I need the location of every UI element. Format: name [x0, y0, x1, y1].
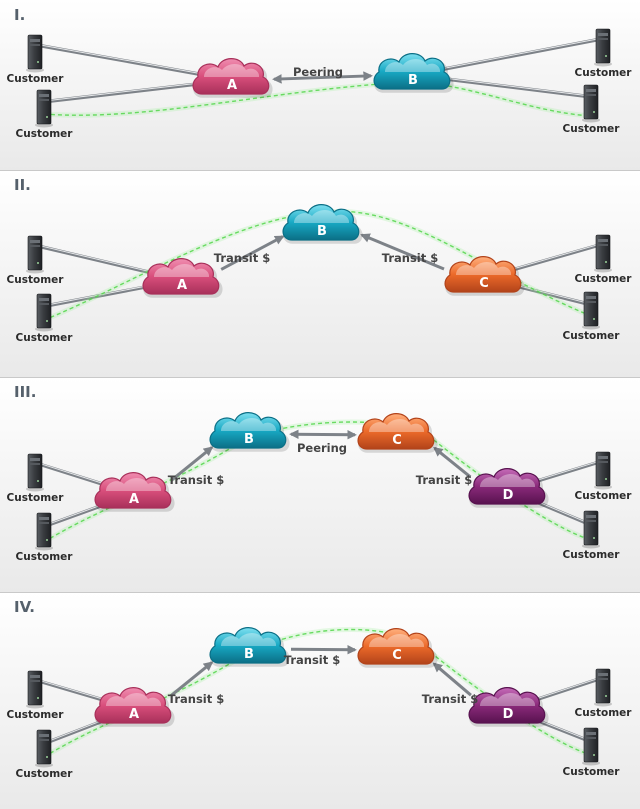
- cloud-letter: C: [479, 276, 489, 291]
- customer-label: Customer: [563, 766, 621, 778]
- transit-arrow: [360, 233, 445, 271]
- network-cloud-icon: C: [444, 256, 525, 296]
- transit-arrow: [220, 235, 285, 271]
- cloud-letter: A: [227, 78, 237, 93]
- cloud-letter: B: [317, 224, 327, 239]
- customer-label: Customer: [7, 274, 65, 286]
- transit-arrow: [432, 662, 472, 697]
- cloud-letter: C: [392, 433, 402, 448]
- cloud-letter: A: [129, 707, 139, 722]
- network-cloud-icon: B: [209, 627, 290, 667]
- network-cloud-icon: A: [94, 472, 175, 512]
- customer-label: Customer: [563, 549, 621, 561]
- peering-label: Peering: [297, 441, 347, 455]
- network-cloud-icon: B: [373, 53, 454, 93]
- customer-server-icon: Customer: [7, 670, 65, 721]
- customer-label: Customer: [7, 709, 65, 721]
- transit-label: Transit $: [422, 692, 479, 706]
- panel-numeral: I.: [14, 6, 25, 24]
- customer-server-icon: Customer: [575, 668, 633, 719]
- cloud-letter: D: [503, 488, 514, 503]
- customer-label: Customer: [7, 73, 65, 85]
- transit-arrow: [433, 446, 472, 479]
- customer-label: Customer: [563, 330, 621, 342]
- customer-label: Customer: [16, 128, 74, 140]
- customer-label: Customer: [575, 273, 633, 285]
- cloud-letter: A: [129, 492, 139, 507]
- customer-server-icon: Customer: [563, 510, 621, 561]
- customer-label: Customer: [16, 768, 74, 780]
- customer-label: Customer: [563, 123, 621, 135]
- customer-label: Customer: [16, 551, 74, 563]
- peering-arrow: [272, 71, 373, 84]
- transit-label: Transit $: [168, 692, 225, 706]
- customer-server-icon: Customer: [575, 234, 633, 285]
- customer-server-icon: Customer: [16, 512, 74, 563]
- panel-numeral: II.: [14, 176, 31, 194]
- customer-server-icon: Customer: [563, 291, 621, 342]
- cloud-letter: A: [177, 278, 187, 293]
- network-cloud-icon: A: [142, 258, 223, 298]
- cloud-letter: C: [392, 648, 402, 663]
- customer-server-icon: Customer: [16, 89, 74, 140]
- peering-label: Peering: [293, 65, 343, 79]
- cloud-letter: D: [503, 707, 514, 722]
- network-cloud-icon: C: [357, 413, 438, 453]
- transit-label: Transit $: [416, 473, 473, 487]
- network-cloud-icon: D: [468, 468, 549, 508]
- transit-arrow: [290, 644, 357, 655]
- customer-server-icon: Customer: [7, 34, 65, 85]
- network-cloud-icon: D: [468, 687, 549, 727]
- panel-numeral: IV.: [14, 598, 35, 616]
- transit-arrow: [170, 446, 214, 482]
- customer-label: Customer: [7, 492, 65, 504]
- dashed-route-line: [43, 81, 592, 117]
- cloud-letter: B: [244, 647, 254, 662]
- panel-background: [0, 377, 640, 592]
- network-cloud-icon: B: [282, 204, 363, 244]
- network-cloud-icon: A: [94, 687, 175, 727]
- customer-label: Customer: [575, 67, 633, 79]
- customer-server-icon: Customer: [7, 235, 65, 286]
- customer-server-icon: Customer: [16, 293, 74, 344]
- customer-label: Customer: [575, 707, 633, 719]
- customer-server-icon: Customer: [575, 28, 633, 79]
- customer-label: Customer: [16, 332, 74, 344]
- panel-background: [0, 170, 640, 377]
- customer-server-icon: Customer: [563, 727, 621, 778]
- customer-server-icon: Customer: [7, 453, 65, 504]
- network-cloud-icon: C: [357, 628, 438, 668]
- customer-label: Customer: [575, 490, 633, 502]
- panel-background: [0, 0, 640, 170]
- peering-arrow: [289, 429, 357, 440]
- customer-server-icon: Customer: [575, 451, 633, 502]
- transit-label: Transit $: [284, 653, 341, 667]
- panel-numeral: III.: [14, 383, 36, 401]
- network-cloud-icon: A: [192, 58, 273, 98]
- cloud-letter: B: [244, 432, 254, 447]
- panel-background: [0, 592, 640, 809]
- cloud-letter: B: [408, 73, 418, 88]
- transit-label: Transit $: [168, 473, 225, 487]
- network-cloud-icon: B: [209, 412, 290, 452]
- customer-server-icon: Customer: [16, 729, 74, 780]
- transit-arrow: [170, 661, 214, 697]
- transit-label: Transit $: [214, 251, 271, 265]
- transit-label: Transit $: [382, 251, 439, 265]
- customer-server-icon: Customer: [563, 84, 621, 135]
